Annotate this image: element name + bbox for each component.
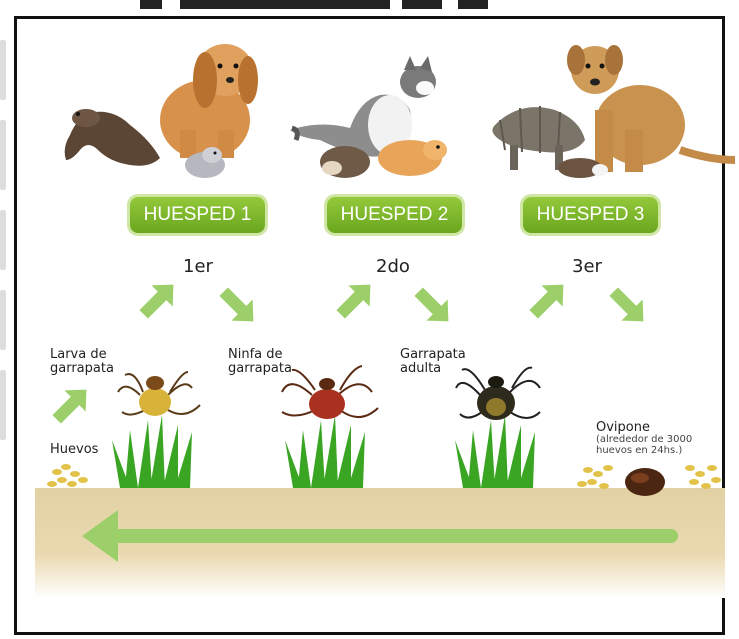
eggs-label: Huevos	[50, 443, 98, 457]
nymph-label: Ninfa de garrapata	[228, 348, 292, 376]
dog-icon	[567, 45, 735, 172]
larva-label: Larva de garrapata	[50, 348, 114, 376]
host-1-ordinal: 1er	[183, 256, 213, 277]
ferret-icon	[65, 109, 160, 166]
grass-icon	[455, 415, 535, 488]
arrow-up-right-icon	[46, 379, 97, 430]
host-2-ordinal: 2do	[376, 256, 410, 277]
arrow-up-right-icon	[330, 274, 381, 325]
egg-cluster-icon	[577, 465, 613, 489]
arrow-down-right-icon	[603, 281, 654, 332]
host-3-ordinal: 3er	[572, 256, 602, 277]
tick-larva-icon	[118, 372, 200, 416]
arrow-up-right-icon	[523, 274, 574, 325]
host-2-badge: HUESPED 2	[327, 197, 462, 233]
egg-cluster-icon	[685, 465, 721, 489]
host-3-badge: HUESPED 3	[523, 197, 658, 233]
ovipone-title: Ovipone	[596, 421, 650, 435]
arrow-left-icon	[82, 510, 678, 562]
tick-nymph-icon	[282, 366, 378, 419]
dog-icon	[160, 44, 258, 160]
adult-tick-label: Garrapata adulta	[400, 348, 466, 376]
guinea-pig-icon	[378, 140, 447, 176]
grass-icon	[285, 415, 365, 488]
host-1-badge: HUESPED 1	[130, 197, 265, 233]
grass-icon	[112, 415, 192, 488]
arrow-down-right-icon	[213, 281, 264, 332]
arrow-down-right-icon	[408, 281, 459, 332]
hedgehog-icon	[320, 146, 370, 178]
tick-engorged-icon	[625, 468, 665, 496]
arrow-up-right-icon	[133, 274, 184, 325]
tick-adult-icon	[456, 368, 540, 420]
ovipone-note: (alrededor de 3000 huevos en 24hs.)	[596, 434, 692, 456]
egg-cluster-icon	[47, 464, 88, 487]
